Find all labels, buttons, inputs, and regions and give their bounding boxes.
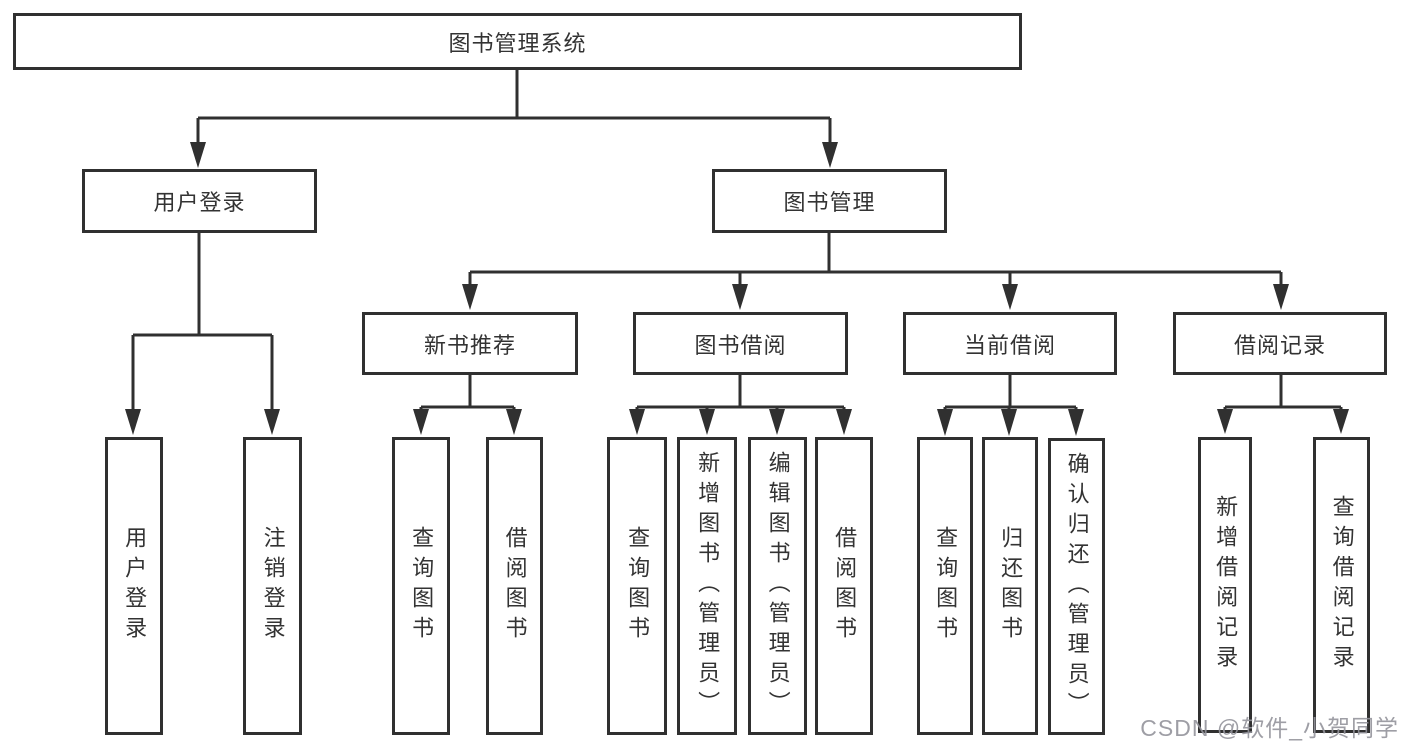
leaf-return-book-label: 归还图书	[998, 526, 1024, 646]
leaf-query-book-current: 查询图书	[917, 437, 973, 735]
leaf-borrow-book-label: 借阅图书	[832, 526, 858, 646]
leaf-borrow-book-recommend: 借阅图书	[486, 437, 543, 735]
leaf-query-book-borrow-label: 查询图书	[625, 526, 651, 646]
leaf-borrow-book-recommend-label: 借阅图书	[502, 526, 528, 646]
leaf-logout: 注销登录	[243, 437, 302, 735]
node-current-borrow: 当前借阅	[903, 312, 1117, 375]
leaf-query-borrow-record-label: 查询借阅记录	[1329, 495, 1355, 675]
arrowheads	[125, 142, 1349, 436]
leaf-borrow-book: 借阅图书	[815, 437, 873, 735]
leaf-query-book-borrow: 查询图书	[607, 437, 667, 735]
leaf-add-borrow-record-label: 新增借阅记录	[1213, 495, 1239, 675]
leaf-user-login: 用户登录	[105, 437, 163, 735]
leaf-user-login-label: 用户登录	[122, 526, 148, 646]
leaf-return-book: 归还图书	[982, 437, 1038, 735]
leaf-edit-book-admin-label: 编辑图书（管理员）	[765, 451, 791, 721]
leaf-add-book-admin: 新增图书（管理员）	[677, 437, 737, 735]
node-borrow-records: 借阅记录	[1173, 312, 1387, 375]
leaf-add-book-admin-label: 新增图书（管理员）	[695, 451, 721, 721]
node-book-borrow: 图书借阅	[633, 312, 848, 375]
node-book-management: 图书管理	[712, 169, 947, 233]
leaf-query-borrow-record: 查询借阅记录	[1313, 437, 1370, 733]
leaf-confirm-return-admin-label: 确认归还（管理员）	[1064, 451, 1090, 722]
node-new-book-recommend: 新书推荐	[362, 312, 578, 375]
leaf-edit-book-admin: 编辑图书（管理员）	[748, 437, 807, 735]
leaf-add-borrow-record: 新增借阅记录	[1198, 437, 1252, 733]
node-user-login: 用户登录	[82, 169, 317, 233]
node-library-management-system: 图书管理系统	[13, 13, 1022, 70]
leaf-query-book-recommend-label: 查询图书	[409, 526, 435, 646]
leaf-logout-label: 注销登录	[260, 526, 286, 646]
leaf-query-book-current-label: 查询图书	[933, 526, 959, 646]
leaf-confirm-return-admin: 确认归还（管理员）	[1048, 438, 1105, 735]
leaf-query-book-recommend: 查询图书	[392, 437, 450, 735]
